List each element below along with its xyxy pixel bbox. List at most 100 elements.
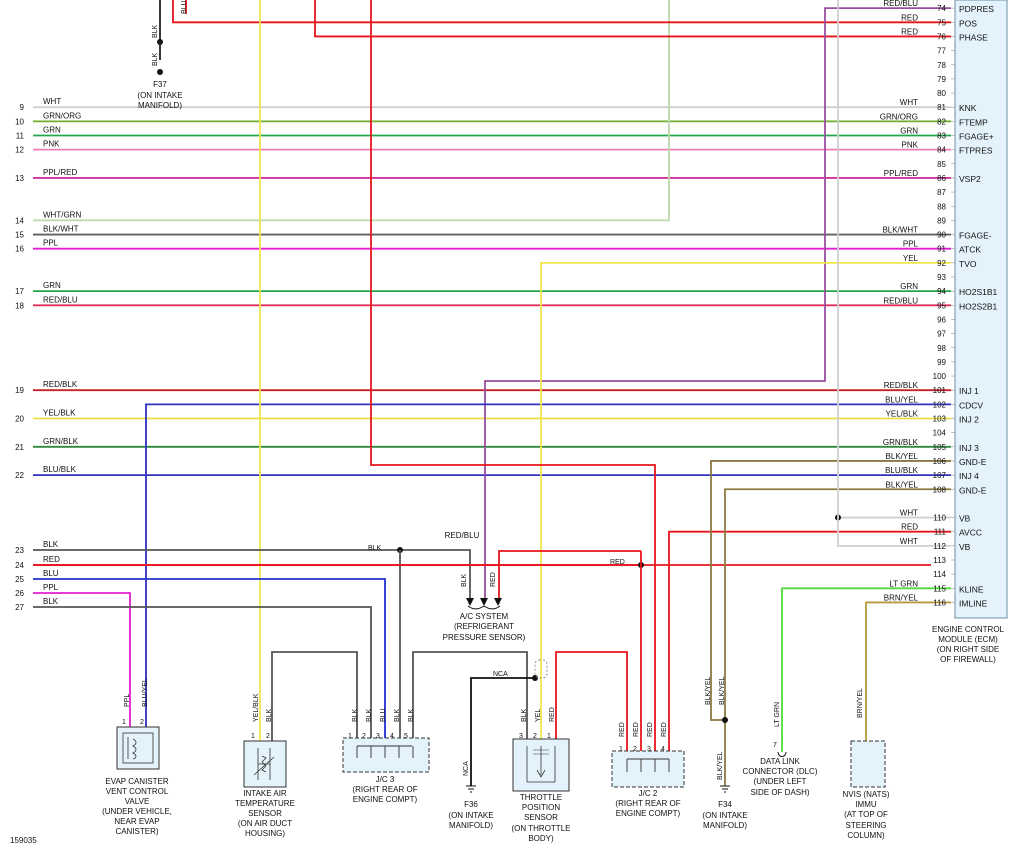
left-wire-label-26: PPL (43, 583, 59, 592)
wire-75-pos (172, 0, 951, 24)
wire-26 (33, 592, 131, 727)
ecm-pin-func-106: GND-E (959, 457, 987, 467)
ecm-pin-func-75: POS (959, 18, 977, 28)
tps-nca-dot (532, 675, 538, 681)
ecm-pin-color-106: BLK/YEL (886, 452, 919, 461)
ecm-pin-num-96: 96 (937, 315, 946, 324)
document-id: 159035 (10, 836, 37, 845)
ecm-pin-num-113: 113 (933, 556, 946, 565)
left-wire-label-25: BLU (43, 569, 59, 578)
jc3-wire-3: BLU (380, 708, 387, 722)
tps-pin-2: 2 (533, 733, 537, 740)
jc3-wire-2: BLK (366, 708, 373, 722)
ecm-pin-func-74: PDPRES (959, 4, 994, 14)
ecm-pin-func-115: KLINE (959, 584, 984, 594)
left-wire-label-14: WHT/GRN (43, 210, 81, 219)
evap-pin-1: 1 (122, 719, 126, 726)
evap-title-4: (UNDER VEHICLE, (102, 807, 172, 816)
wire-jc3-tps (412, 651, 528, 739)
intake-air-temp-sensor: 1 2 YEL/BLK BLK INTAKE AIR TEMPERATURE S… (235, 693, 295, 838)
ecm-pin-func-90: FGAGE- (959, 231, 992, 241)
left-wire-num-25: 25 (15, 575, 24, 584)
ecm-pin-num-106: 106 (933, 457, 947, 466)
f36-title-3: MANIFOLD) (449, 821, 493, 830)
ecm-caption-line-2: MODULE (ECM) (938, 635, 998, 644)
wire-92-tvo (540, 261, 951, 739)
f36-title-2: (ON INTAKE (448, 811, 493, 820)
f34-ground: BLK/YEL BLK/YEL BLK/YEL F34 (ON INTAKE M… (702, 676, 747, 830)
jc3-pin-1: 1 (348, 733, 352, 740)
ecm-pin-num-86: 86 (937, 174, 946, 183)
wire-111-avcc (668, 530, 951, 751)
iat-title-1: INTAKE AIR (243, 789, 287, 798)
ac-wire-blk: BLK (461, 573, 468, 587)
f34-title-1: F34 (718, 800, 732, 809)
left-wire-labels: 9WHT10GRN/ORG11GRN12PNK13PPL/RED14WHT/GR… (15, 97, 81, 612)
left-wire-num-20: 20 (15, 415, 24, 424)
left-wire-num-14: 14 (15, 216, 24, 225)
ac-wire-red: RED (490, 572, 497, 587)
ecm-pin-num-97: 97 (937, 330, 946, 339)
ecm-pin-num-74: 74 (937, 4, 946, 13)
wire-iat-blk (271, 651, 358, 741)
jc3-connector: 1 2 3 4 5 BLK BLK BLU BLK BLK J/C 3 (RIG… (342, 708, 430, 804)
ecm-pin-num-75: 75 (937, 18, 946, 27)
wire-74-pdpres (484, 7, 951, 598)
ecm-pin-num-84: 84 (937, 146, 946, 155)
wire-106-gnde (710, 460, 951, 721)
ecm-pin-func-81: KNK (959, 103, 977, 113)
junction-red-label: RED (610, 559, 625, 566)
ecm-pin-color-111: RED (901, 523, 918, 532)
ecm-pins-layer: GK74PDPRESRED/BLU75POSRED76PHASERED77787… (880, 0, 998, 608)
wire-108-gnde (724, 488, 951, 786)
ecm-pin-num-85: 85 (937, 160, 946, 169)
ecm-pin-num-79: 79 (937, 75, 946, 84)
f34-title-2: (ON INTAKE (702, 811, 747, 820)
ecm-pin-func-112: VB (959, 542, 971, 552)
left-wire-num-23: 23 (15, 546, 24, 555)
ecm-pin-color-83: GRN (900, 127, 918, 136)
ecm-pin-func-111: AVCC (959, 528, 982, 538)
nvis-title-3: (AT TOP OF (844, 810, 888, 819)
ecm-pin-color-81: WHT (900, 98, 918, 107)
f34-blkyel-a: BLK/YEL (705, 676, 712, 705)
tps-pin-1: 1 (547, 733, 551, 740)
ecm-pin-num-81: 81 (937, 103, 946, 112)
ecm-pin-num-104: 104 (933, 429, 947, 438)
ecm-pin-num-107: 107 (933, 471, 947, 480)
left-wire-num-26: 26 (15, 589, 24, 598)
ecm-pin-num-95: 95 (937, 301, 946, 310)
iat-wire-yelblk: YEL/BLK (253, 693, 260, 722)
jc3-wire-1: BLK (352, 708, 359, 722)
left-wire-num-19: 19 (15, 386, 24, 395)
ecm-pin-color-92: YEL (903, 254, 919, 263)
dlc-title-4: SIDE OF DASH) (750, 788, 809, 797)
ecm-pin-num-77: 77 (937, 47, 946, 56)
jc2-connector: 1 2 3 4 RED RED RED RED J/C 2 (RIGHT REA… (611, 722, 685, 818)
f37-blk-label: BLK (152, 52, 159, 66)
ecm-pin-num-114: 114 (933, 570, 946, 579)
ecm-pin-num-116: 116 (933, 598, 946, 607)
ecm-pin-color-84: PNK (902, 141, 919, 150)
evap-title-5: NEAR EVAP (114, 817, 159, 826)
ac-pressure-sensor: RED/BLU BLK RED A/C SYSTEM (REFRIGERANT … (443, 531, 526, 642)
left-wire-label-16: PPL (43, 239, 59, 248)
nvis-immu: BRN/YEL NVIS (NATS) IMMU (AT TOP OF STEE… (843, 688, 890, 840)
wire-25 (33, 578, 386, 738)
ecm-pin-color-86: PPL/RED (884, 169, 918, 178)
ecm-pin-num-89: 89 (937, 216, 946, 225)
ecm-pin-num-92: 92 (937, 259, 946, 268)
ecm-pin-num-115: 115 (933, 584, 946, 593)
ecm-pin-num-111: 111 (934, 528, 947, 537)
left-wire-label-24: RED (43, 555, 60, 564)
evap-canister-valve: 1 2 PPL BLU/YEL EVAP CANISTER VENT CONTR… (102, 678, 172, 836)
jc3-pin-2: 2 (362, 733, 366, 740)
ecm-pin-func-103: INJ 2 (959, 415, 979, 425)
wire-115-kline (781, 587, 951, 752)
ecm-pin-func-84: FTPRES (959, 146, 993, 156)
iat-pin-2: 2 (266, 733, 270, 740)
left-wire-num-10: 10 (15, 117, 24, 126)
left-wire-label-11: GRN (43, 126, 61, 135)
ecm-pin-func-116: IMLINE (959, 598, 988, 608)
left-wire-label-12: PNK (43, 140, 60, 149)
